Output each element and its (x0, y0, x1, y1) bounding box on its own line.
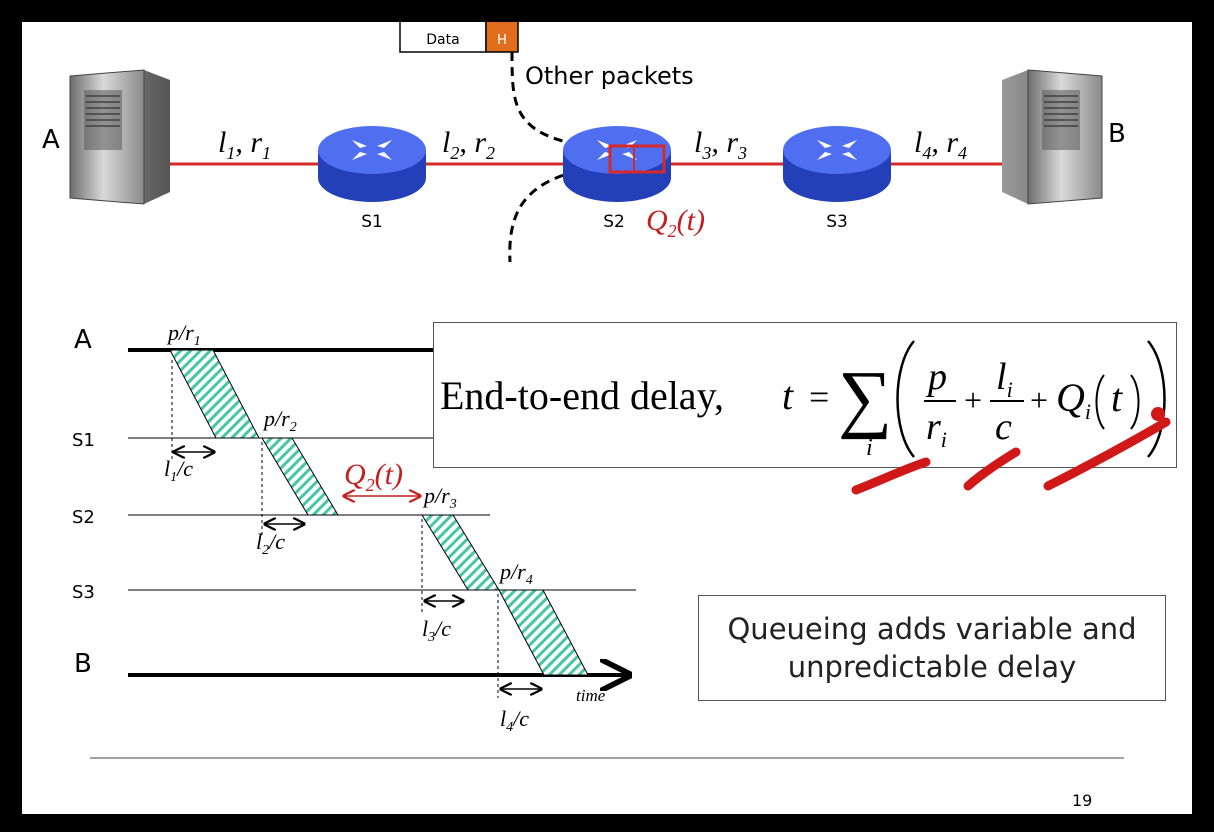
equation-Q: Qi (1056, 375, 1091, 424)
equation-plus-1: + (964, 382, 982, 418)
equation-box: End-to-end delay, t = ∑ i p ri + li c + … (433, 322, 1177, 468)
other-packets-path-out (508, 162, 623, 263)
equation: End-to-end delay, t = ∑ i p ri + li c + … (440, 340, 1166, 461)
packet-header-block (485, 22, 519, 53)
timeline-s2-label: S2 (72, 507, 95, 528)
packet-header-label: H (497, 33, 507, 48)
page-number: 19 (1072, 791, 1092, 810)
equation-prefix: End-to-end delay, (440, 373, 724, 418)
equation-close-paren (1147, 340, 1166, 458)
tx-label-3: p/r3 (422, 483, 457, 512)
router-s3-icon (783, 126, 891, 202)
link-4-label: l4, r4 (914, 126, 967, 163)
equation-t: t (782, 373, 794, 418)
other-packets-label: Other packets (525, 62, 694, 90)
equation-c: c (995, 406, 1012, 448)
tx-block-s1-s2 (261, 437, 339, 516)
time-axis-label: time (576, 686, 606, 705)
timing-diagram: A S1 S2 S3 B time Q2(t) p/r1 (72, 320, 636, 735)
equation-open-paren (896, 340, 915, 458)
router-s2-icon (563, 126, 671, 202)
equation-sigma: ∑ (838, 356, 892, 440)
link-3-label: l3, r3 (694, 126, 747, 163)
equation-arg: t (1111, 375, 1123, 420)
packet: Data H (399, 22, 519, 53)
timeline-b-label: B (74, 649, 92, 679)
queue-delay-label: Q2(t) (344, 458, 403, 495)
queueing-note-line-2: unpredictable delay (787, 650, 1077, 684)
queueing-note-box: Queueing adds variable and unpredictable… (698, 595, 1166, 701)
queueing-note-text: Queueing adds variable and unpredictable… (699, 610, 1165, 686)
equation-r: ri (926, 406, 947, 452)
packet-data-label: Data (426, 32, 459, 48)
tx-block-a-s1 (169, 349, 260, 439)
queueing-note-line-1: Queueing adds variable and (727, 612, 1137, 646)
equation-p: p (925, 356, 947, 398)
server-a-icon (69, 69, 170, 205)
equation-equals: = (809, 377, 829, 417)
prop-label-4: l4/c (500, 706, 529, 735)
switch-s3-label: S3 (826, 212, 848, 232)
server-b-icon (1002, 69, 1103, 205)
timeline-s1-label: S1 (72, 430, 95, 451)
prop-label-2: l2/c (256, 529, 285, 558)
network-and-timing-diagram: Data H Other packets A B (42, 22, 1126, 810)
prop-label-1: l1/c (164, 456, 193, 485)
switch-s1-label: S1 (361, 212, 383, 232)
equation-plus-2: + (1030, 382, 1048, 418)
queue-s2-label: Q2(t) (646, 204, 705, 241)
queue-box (608, 144, 666, 174)
timeline-s3-label: S3 (72, 582, 95, 603)
tx-block-s2-s3 (421, 514, 500, 591)
switch-s2-label: S2 (603, 212, 625, 232)
link-1-label: l1, r1 (218, 126, 271, 163)
host-b-label: B (1108, 119, 1126, 149)
tx-label-4: p/r4 (498, 559, 533, 588)
prop-label-3: l3/c (422, 616, 451, 645)
equation-l: li (996, 356, 1013, 402)
tx-label-1: p/r1 (166, 320, 201, 349)
equation-sum-index: i (866, 435, 873, 461)
router-s1-icon (318, 126, 426, 202)
host-a-label: A (42, 125, 60, 155)
packet-data-block (399, 22, 487, 53)
link-2-label: l2, r2 (442, 126, 495, 163)
tx-label-2: p/r2 (262, 406, 297, 435)
tx-block-s3-b (498, 589, 589, 676)
timeline-a-label: A (74, 325, 92, 355)
slide: Data H Other packets A B (22, 22, 1192, 814)
